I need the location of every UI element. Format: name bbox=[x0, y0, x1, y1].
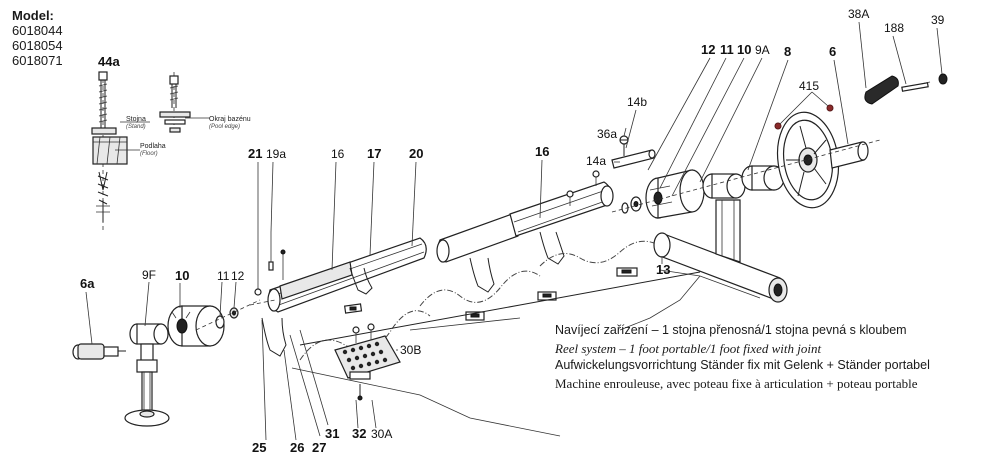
label-12-left: 12 bbox=[231, 269, 245, 283]
model-number: 6018054 bbox=[12, 38, 63, 53]
label-6a: 6a bbox=[80, 276, 95, 291]
mesh-plate-assembly bbox=[334, 323, 401, 401]
handle-grip-parts bbox=[864, 73, 948, 105]
description-french: Machine enrouleuse, avec poteau fixe à a… bbox=[555, 375, 918, 391]
model-number: 6018071 bbox=[12, 53, 63, 68]
label-11-right: 11 bbox=[720, 42, 734, 57]
label-38a: 38A bbox=[848, 7, 869, 21]
label-8: 8 bbox=[784, 44, 791, 59]
label-10-left: 10 bbox=[175, 268, 189, 283]
label-12-right: 12 bbox=[701, 42, 715, 57]
model-list: Model: 6018044 6018054 6018071 bbox=[12, 8, 63, 68]
label-32: 32 bbox=[352, 426, 366, 441]
label-27: 27 bbox=[312, 440, 326, 455]
label-11-left: 11 bbox=[217, 269, 230, 283]
label-30b: 30B bbox=[400, 343, 421, 357]
description-block: Navíjecí zařízení – 1 stojna přenosná/1 … bbox=[555, 322, 930, 392]
label-30a: 30A bbox=[371, 427, 392, 441]
label-okraj: Okraj bazénu bbox=[209, 116, 251, 123]
label-16-left: 16 bbox=[331, 147, 345, 161]
crank-handle-assembly bbox=[611, 135, 656, 169]
label-stojna: Stojna bbox=[126, 116, 146, 123]
label-44a: 44a bbox=[98, 54, 120, 69]
label-25: 25 bbox=[252, 440, 266, 455]
leader-lines bbox=[85, 21, 943, 441]
label-9a: 9A bbox=[755, 43, 770, 57]
left-portable-stand bbox=[72, 299, 261, 427]
part-labels: 44a Stojna (Stand) Okraj bazénu (Pool ed… bbox=[80, 7, 945, 455]
label-39: 39 bbox=[931, 13, 945, 27]
label-floor: (Floor) bbox=[140, 151, 158, 157]
label-pool-edge: (Pool edge) bbox=[209, 124, 240, 130]
label-20: 20 bbox=[409, 146, 423, 161]
model-number: 6018044 bbox=[12, 23, 63, 38]
label-podlaha: Podlaha bbox=[140, 143, 166, 150]
left-tube-section bbox=[249, 162, 427, 357]
label-415: 415 bbox=[799, 79, 819, 93]
middle-tube-section bbox=[436, 170, 638, 321]
label-9f: 9F bbox=[142, 268, 156, 282]
description-english: Reel system – 1 foot portable/1 foot fix… bbox=[555, 340, 822, 356]
label-6: 6 bbox=[829, 44, 836, 59]
label-26: 26 bbox=[290, 440, 304, 455]
label-13: 13 bbox=[656, 262, 670, 277]
label-14b: 14b bbox=[627, 95, 647, 109]
anchor-screw-detail bbox=[91, 71, 210, 230]
label-10-right: 10 bbox=[737, 42, 751, 57]
description-german: Aufwickelungsvorrichtung Ständer fix mit… bbox=[555, 358, 930, 372]
label-36a: 36a bbox=[597, 127, 617, 141]
description-czech: Navíjecí zařízení – 1 stojna přenosná/1 … bbox=[555, 323, 907, 337]
label-188: 188 bbox=[884, 21, 904, 35]
label-31: 31 bbox=[325, 426, 339, 441]
label-stand: (Stand) bbox=[126, 124, 146, 130]
label-16-right: 16 bbox=[535, 144, 549, 159]
label-21: 21 bbox=[248, 146, 262, 161]
label-19a: 19a bbox=[266, 147, 286, 161]
right-fixed-stand bbox=[611, 104, 881, 303]
model-header: Model: bbox=[12, 8, 54, 23]
label-14a: 14a bbox=[586, 154, 606, 168]
label-17: 17 bbox=[367, 146, 381, 161]
